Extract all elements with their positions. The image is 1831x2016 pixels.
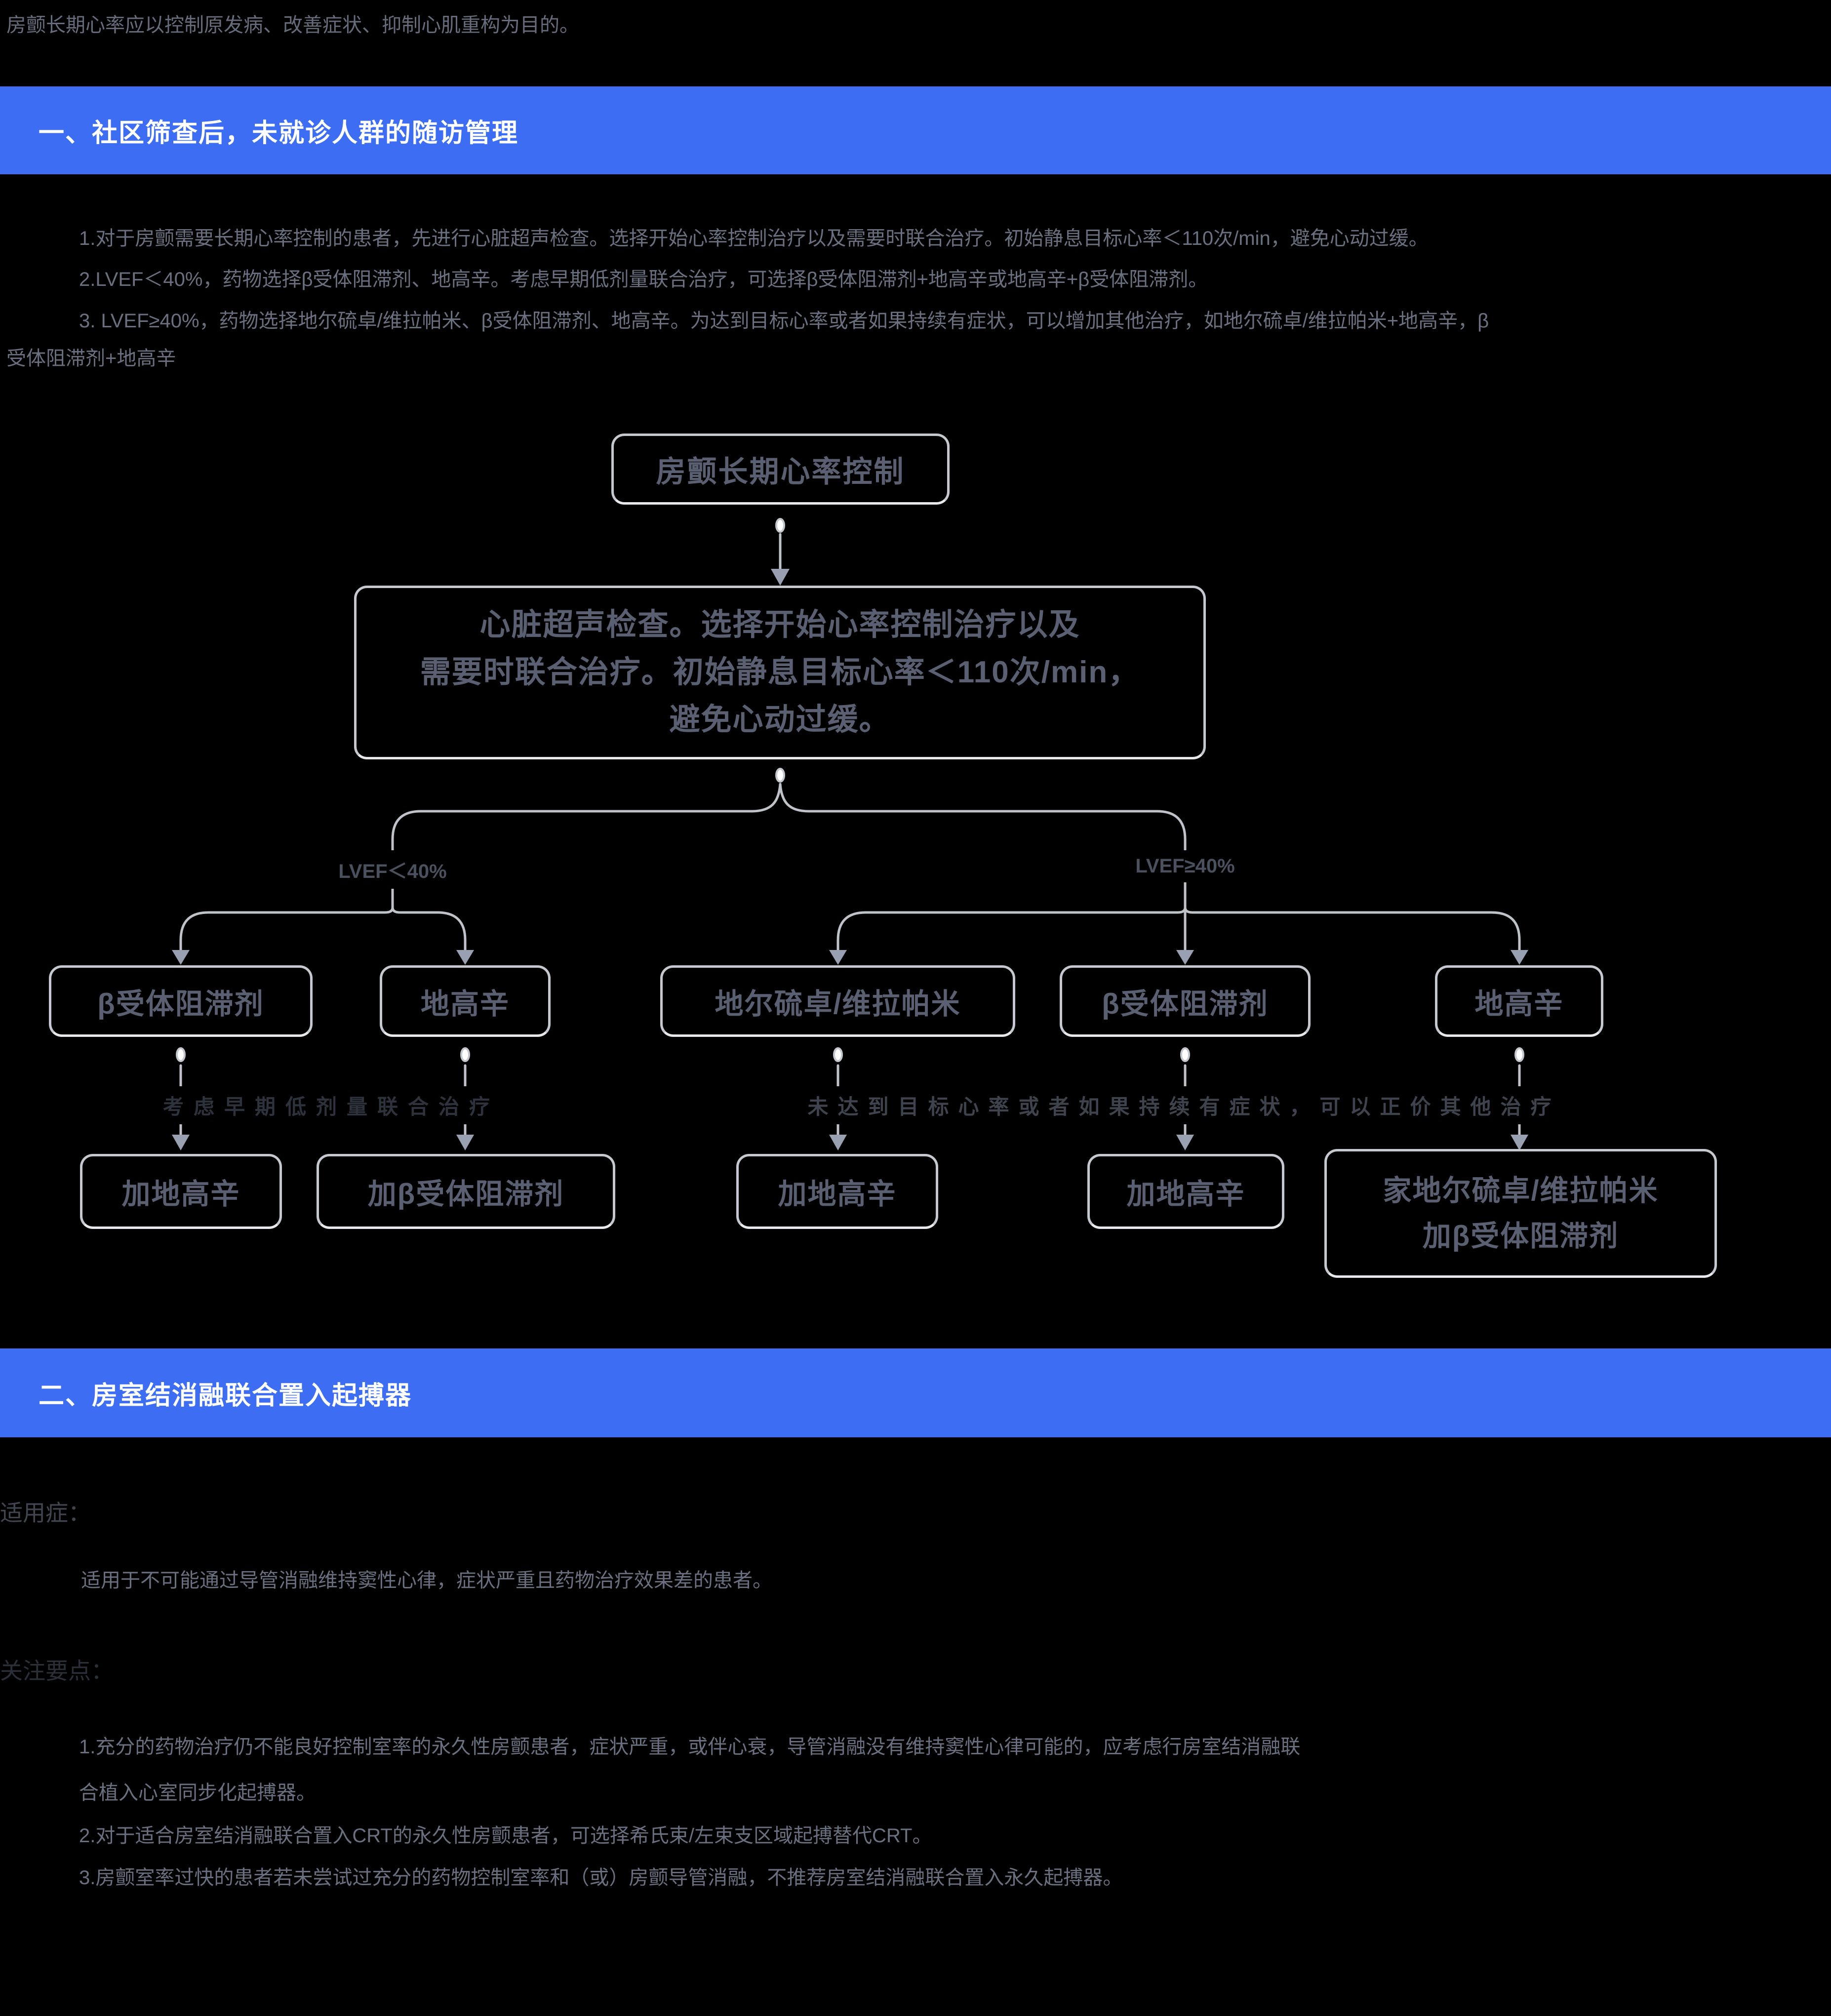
- key-point-line-2: 合植入心室同步化起搏器。: [79, 1782, 316, 1804]
- section1-banner: 一、社区筛查后，未就诊人群的随访管理: [0, 86, 1831, 174]
- connector-dot: [775, 518, 785, 533]
- assessment-line: 避免心动过缓。: [669, 703, 891, 737]
- arrow-down-icon: [456, 950, 474, 965]
- guideline-line-2: 2.LVEF＜40%，药物选择β受体阻滞剂、地高辛。考虑早期低剂量联合治疗，可选…: [79, 269, 1208, 290]
- flow-node-beta-blocker-left: β受体阻滞剂: [49, 965, 313, 1037]
- flow-note-left: 考虑早期低剂量联合治疗: [156, 1086, 507, 1124]
- branch-label-lvef-low: LVEF＜40%: [330, 850, 455, 889]
- connector-line: [779, 783, 1187, 909]
- connector-line: [836, 906, 1187, 951]
- arrow-down-icon: [1176, 950, 1194, 965]
- arrow-down-icon: [1511, 950, 1528, 965]
- assessment-line: 需要时联合治疗。初始静息目标心率＜110次/min，: [420, 655, 1140, 689]
- guideline-line-1: 1.对于房颤需要长期心率控制的患者，先进行心脏超声检查。选择开始心率控制治疗以及…: [79, 228, 1429, 249]
- guideline-line-4: 受体阻滞剂+地高辛: [6, 348, 176, 369]
- intro-text: 房颤长期心率应以控制原发病、改善症状、抑制心肌重构为目的。: [6, 14, 579, 36]
- flow-node-root: 房颤长期心率控制: [611, 434, 950, 505]
- flow-node-add-digoxin-1: 加地高辛: [80, 1154, 282, 1229]
- key-points-label: 关注要点：: [0, 1658, 114, 1684]
- connector-dot: [833, 1047, 843, 1062]
- key-point-line-4: 3.房颤室率过快的患者若未尝试过充分的药物控制室率和（或）房颤导管消融，不推荐房…: [79, 1867, 1123, 1889]
- flow-node-add-digoxin-2: 加地高辛: [736, 1154, 938, 1229]
- flow-note-right: 未达到目标心率或者如果持续有症状，可以正价其他治疗: [800, 1086, 1568, 1124]
- section2-title: 二、房室结消融联合置入起搏器: [39, 1381, 412, 1410]
- arrow-down-icon: [172, 1135, 190, 1150]
- connector-dot: [775, 768, 785, 783]
- indication-label: 适用症：: [0, 1500, 91, 1526]
- arrow-down-icon: [829, 1135, 847, 1150]
- connector-line: [391, 783, 782, 909]
- connector-line: [179, 906, 394, 951]
- flow-node-digoxin-left: 地高辛: [380, 965, 551, 1037]
- connector-dot: [1180, 1047, 1190, 1062]
- assessment-line: 心脏超声检查。选择开始心率控制治疗以及: [479, 608, 1080, 642]
- guideline-line-3: 3. LVEF≥40%，药物选择地尔硫卓/维拉帕米、β受体阻滞剂、地高辛。为达到…: [79, 310, 1489, 332]
- flow-node-add-combo: 家地尔硫卓/维拉帕米 加β受体阻滞剂: [1324, 1149, 1717, 1278]
- flow-node-assessment: 心脏超声检查。选择开始心率控制治疗以及 需要时联合治疗。初始静息目标心率＜110…: [354, 586, 1206, 759]
- arrow-down-icon: [1511, 1135, 1528, 1150]
- arrow-down-icon: [771, 569, 790, 586]
- connector-dot: [1514, 1047, 1524, 1062]
- flow-node-add-digoxin-3: 加地高辛: [1087, 1154, 1284, 1229]
- arrow-down-icon: [829, 950, 847, 965]
- connector-line: [391, 906, 467, 951]
- section1-title: 一、社区筛查后，未就诊人群的随访管理: [39, 119, 519, 148]
- flow-node-diltiazem-verapamil: 地尔硫卓/维拉帕米: [660, 965, 1015, 1037]
- flow-node-beta-blocker-right: β受体阻滞剂: [1060, 965, 1311, 1037]
- connector-dot: [176, 1047, 186, 1062]
- arrow-down-icon: [456, 1135, 474, 1150]
- combo-line: 家地尔硫卓/维拉帕米: [1383, 1174, 1659, 1207]
- key-point-line-3: 2.对于适合房室结消融联合置入CRT的永久性房颤患者，可选择希氏束/左束支区域起…: [79, 1825, 932, 1847]
- flow-node-root-label: 房颤长期心率控制: [656, 455, 905, 488]
- indication-text: 适用于不可能通过导管消融维持窦性心律，症状严重且药物治疗效果差的患者。: [81, 1570, 772, 1591]
- connector-line: [1184, 906, 1521, 951]
- key-point-line-1: 1.充分的药物治疗仍不能良好控制室率的永久性房颤患者，症状严重，或伴心衰，导管消…: [79, 1736, 1301, 1758]
- flow-node-digoxin-right: 地高辛: [1435, 965, 1603, 1037]
- branch-label-lvef-high: LVEF≥40%: [1127, 850, 1243, 882]
- arrow-down-icon: [172, 950, 190, 965]
- flow-node-add-beta-blocker: 加β受体阻滞剂: [317, 1154, 615, 1229]
- combo-line: 加β受体阻滞剂: [1422, 1220, 1619, 1252]
- arrow-down-icon: [1176, 1135, 1194, 1150]
- section2-banner: 二、房室结消融联合置入起搏器: [0, 1348, 1831, 1437]
- connector-dot: [460, 1047, 470, 1062]
